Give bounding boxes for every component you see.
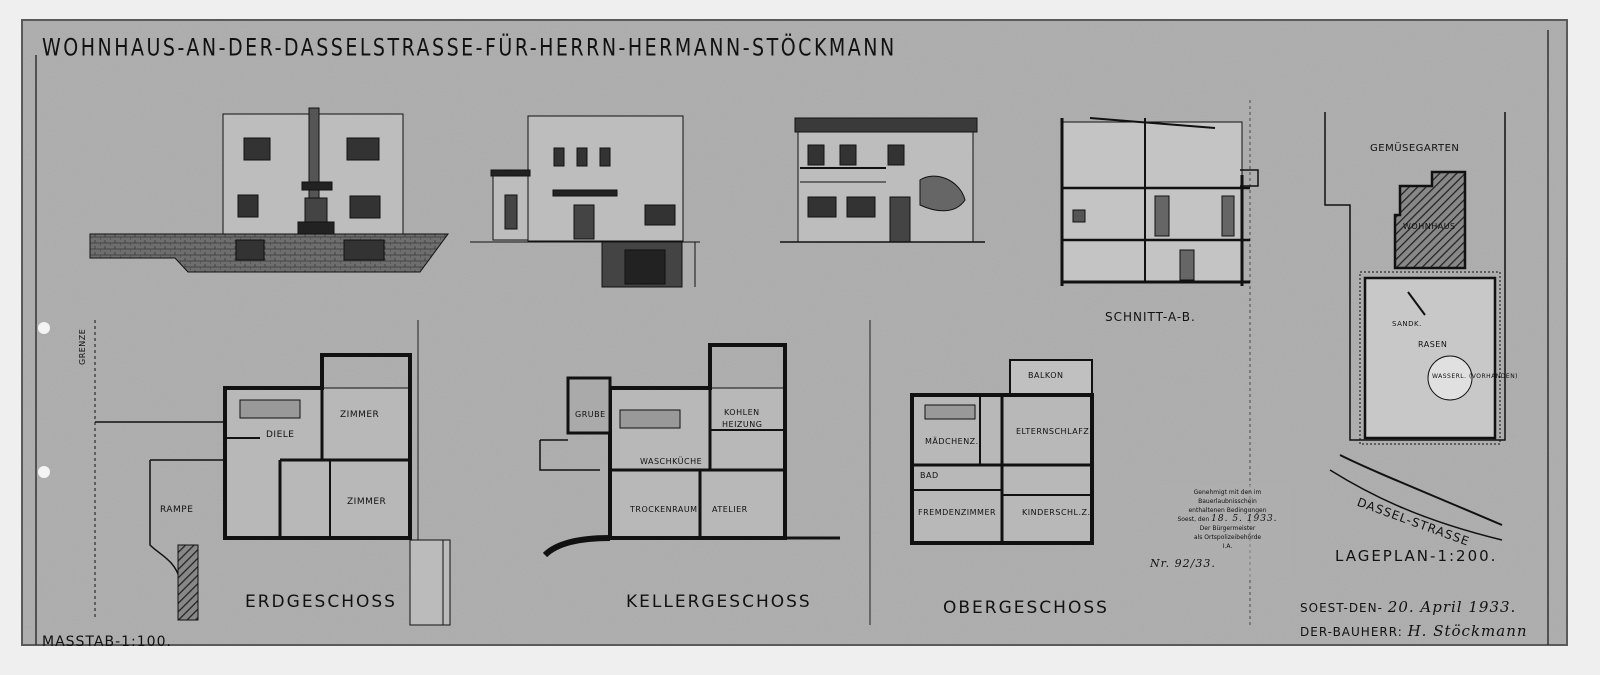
approval-stamp — [1160, 485, 1290, 577]
stamp-date: 18. 5. 1933. — [1211, 514, 1278, 524]
plan-kellergeschoss — [539, 343, 840, 558]
builder-line: DER-BAUHERR: H. Stöckmann — [1300, 622, 1528, 640]
room-label: TROCKENRAUM — [630, 505, 698, 514]
room-label: KOHLEN — [724, 408, 760, 417]
room-label: ATELIER — [712, 505, 748, 514]
stamp-line-prefix: Soest, den — [1177, 516, 1210, 523]
scale-label: MASSTAB-1:100. — [42, 634, 172, 650]
plan-label-kellergeschoss: KELLERGESCHOSS — [626, 592, 812, 612]
site-label: SANDK. — [1392, 320, 1422, 328]
site-label: WOHNHAUS — [1403, 222, 1456, 231]
room-label: ZIMMER — [340, 410, 380, 420]
site-plan — [1324, 112, 1506, 541]
elevation-3 — [780, 117, 985, 243]
builder-signature: H. Stöckmann — [1407, 622, 1528, 640]
stamp-line: enthaltenen Bedingungen — [1188, 507, 1267, 514]
room-label: GRUBE — [575, 410, 606, 419]
room-label: ZIMMER — [347, 497, 387, 507]
elevation-1 — [89, 107, 449, 273]
room-label: WASCHKÜCHE — [640, 457, 703, 466]
plan-erdgeschoss — [94, 320, 451, 626]
room-label: HEIZUNG — [722, 420, 763, 429]
stamp-line: Genehmigt mit den im Bauerlaubnisschein — [1193, 489, 1262, 505]
plan-label-obergeschoss: OBERGESCHOSS — [943, 598, 1109, 618]
site-label: RASEN — [1418, 340, 1448, 349]
stamp-line: als Ortspolizeibehörde — [1193, 534, 1262, 541]
stamp-line: I.A. — [1222, 543, 1233, 550]
room-label: KINDERSCHL.Z. — [1022, 508, 1091, 517]
room-label: ELTERNSCHLAFZ. — [1016, 427, 1093, 436]
approval-stamp-text: Genehmigt mit den im Bauerlaubnisschein … — [1165, 488, 1290, 551]
file-number: Nr. 92/33. — [1150, 557, 1216, 570]
site-label: WASSERL. (VORHANDEN) — [1432, 373, 1519, 380]
stamp-line: Soest, den 18. 5. 1933. — [1165, 515, 1290, 524]
handwritten-date: 20. April 1933. — [1387, 598, 1517, 616]
room-label: BAD — [920, 471, 939, 480]
plan-label-erdgeschoss: ERDGESCHOSS — [245, 592, 397, 612]
stamp-line: Der Bürgermeister — [1199, 525, 1256, 532]
room-label: MÄDCHENZ. — [925, 437, 979, 446]
site-label: GEMÜSEGARTEN — [1370, 143, 1460, 154]
room-label: FREMDENZIMMER — [918, 508, 997, 517]
date-line: SOEST-DEN- 20. April 1933. — [1300, 598, 1516, 616]
plan-obergeschoss — [910, 359, 1094, 545]
drawing-title: WOHNHAUS-AN-DER-DASSELSTRASSE-FÜR-HERRN-… — [42, 34, 897, 62]
site-plan-label: LAGEPLAN-1:200. — [1335, 547, 1498, 565]
elevation-2 — [470, 115, 700, 288]
room-label: RAMPE — [160, 505, 194, 515]
room-label: DIELE — [266, 430, 295, 440]
section-label: SCHNITT-A-B. — [1105, 310, 1196, 324]
builder-prefix: DER-BAUHERR: — [1300, 625, 1403, 639]
room-label: BALKON — [1028, 371, 1064, 380]
date-prefix: SOEST-DEN- — [1300, 601, 1383, 615]
section-a-b — [1060, 117, 1259, 286]
boundary-label: GRENZE — [78, 328, 87, 365]
